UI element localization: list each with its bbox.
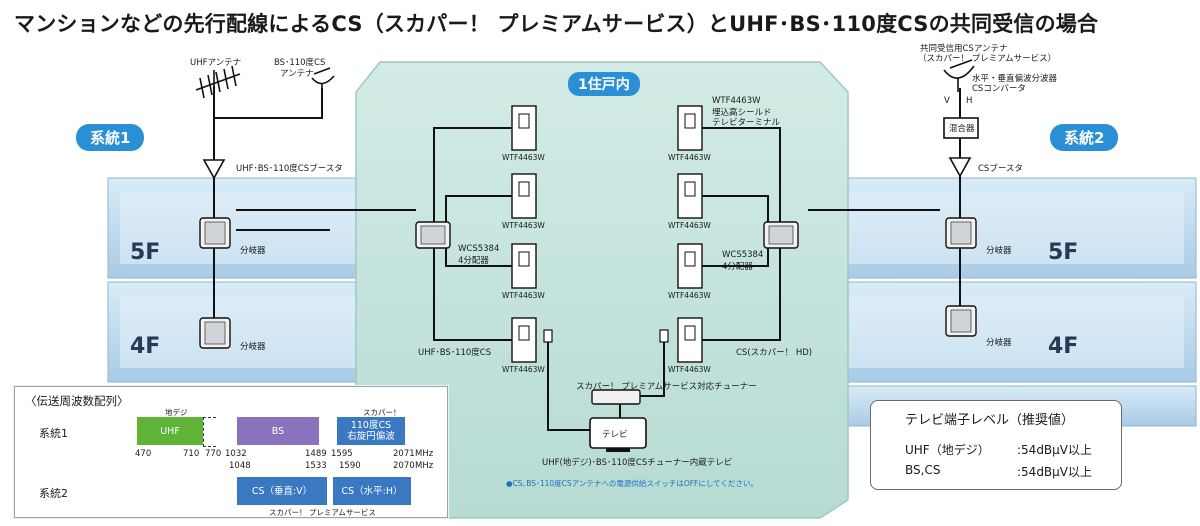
right-booster-label: CSブースタ — [978, 164, 1023, 174]
mixer-box — [943, 117, 979, 139]
chideji-label: 地デジ — [165, 408, 188, 417]
polarity-v: V — [944, 96, 950, 106]
freq-unit-row2: MHz — [415, 461, 434, 471]
left-booster-icon — [202, 159, 226, 180]
floor-label-4f-left: 4F — [130, 334, 161, 359]
uhf-band: UHF — [137, 417, 203, 445]
tuner-box — [591, 389, 641, 405]
freq-2070: 2070 — [393, 461, 415, 471]
unit-area — [355, 61, 849, 519]
right-splitter-5f — [945, 217, 977, 249]
terminal-label-r1: WTF4463W — [668, 153, 711, 162]
tv-label: テレビ — [602, 430, 628, 440]
freq-1595: 1595 — [331, 449, 353, 459]
right-splitter-label-4f: 分岐器 — [986, 338, 1012, 348]
terminal-label-l3: WTF4463W — [502, 291, 545, 300]
bs-antenna-label-2: アンテナ — [280, 69, 314, 79]
cs-right-line1: 110度CS — [350, 420, 392, 431]
recommended-level-box: テレビ端子レベル（推奨値） UHF（地デジ） :54dBμV以上 BS,CS :… — [870, 400, 1122, 490]
right-splitter-label-5f: 分岐器 — [986, 246, 1012, 256]
left-distributor-model: WCS5384 — [458, 244, 500, 254]
right-distributor — [763, 221, 799, 249]
recommended-title: テレビ端子レベル（推奨値） — [905, 413, 1075, 428]
tuner-label: スカパー！ プレミアムサービス対応チューナー — [576, 382, 757, 392]
converter-label-2: CSコンバータ — [972, 84, 1026, 94]
unit-wiring — [433, 127, 781, 431]
unit-badge: 1住戸内 — [568, 72, 640, 96]
cs-right-line2: 右旋円偏波 — [347, 431, 395, 442]
terminal-label-r3: WTF4463W — [668, 291, 711, 300]
rec-item-2-label: BS,CS — [905, 463, 941, 477]
page-title: マンションなどの先行配線によるCS（スカパー！ プレミアムサービス）とUHF･B… — [14, 12, 1099, 36]
left-splitter-5f — [199, 217, 231, 249]
freq-470: 470 — [135, 449, 152, 459]
floor-label-4f-right: 4F — [1048, 334, 1079, 359]
rec-item-1-label: UHF（地デジ） — [905, 443, 990, 457]
freq-1533: 1533 — [305, 461, 327, 471]
right-distributor-desc: 4分配器 — [722, 262, 753, 272]
plug-left-icon — [543, 329, 553, 343]
floor-label-5f-left: 5F — [130, 240, 161, 265]
right-riser-wiring — [808, 88, 961, 306]
cs-dish-antenna-icon — [943, 59, 975, 92]
cs-antenna-label-1: 共同受信用CSアンテナ — [920, 44, 1008, 54]
skyper-bottom-label: スカパー！ プレミアムサービス — [269, 508, 376, 517]
terminal-label-r2: WTF4463W — [668, 221, 711, 230]
freq-1032: 1032 — [225, 449, 247, 459]
bs-cs-antenna-icon — [311, 67, 335, 92]
terminal-label-r4: WTF4463W — [668, 365, 711, 374]
terminal-label-l2: WTF4463W — [502, 221, 545, 230]
freq-row1-label: 系統1 — [39, 427, 68, 440]
system-1-badge: 系統1 — [76, 124, 145, 151]
left-splitter-label-5f: 分岐器 — [240, 246, 266, 256]
freq-header: 〈伝送周波数配列〉 — [25, 394, 129, 408]
floor-label-5f-right: 5F — [1048, 240, 1079, 265]
right-distributor-model: WCS5384 — [722, 250, 764, 260]
left-distributor — [415, 221, 451, 249]
cs-antenna-label-2: （スカパー！ プレミアムサービス） — [918, 54, 1057, 64]
left-splitter-label-4f: 分岐器 — [240, 342, 266, 352]
cs-v-band: CS（垂直:V） — [237, 477, 327, 505]
freq-2071: 2071 — [393, 449, 415, 459]
cs-h-band: CS（水平:H） — [333, 477, 411, 505]
right-booster-icon — [948, 157, 972, 178]
left-splitter-4f — [199, 317, 231, 349]
polarity-h: H — [966, 96, 973, 106]
uhf-antenna-label: UHFアンテナ — [190, 58, 242, 68]
outlet-right-label: CS(スカパー！ HD) — [736, 348, 813, 358]
terminal-desc-model: WTF4463W — [712, 96, 761, 106]
rec-item-2-value: :54dBμV以上 — [1017, 465, 1093, 479]
bs-band: BS — [237, 417, 319, 445]
terminal-desc-1: 埋込高シールド — [712, 108, 772, 118]
uhf-band-extension — [203, 417, 216, 447]
freq-770: 770 — [205, 449, 222, 459]
freq-unit-row1: MHz — [415, 449, 434, 459]
freq-1048: 1048 — [229, 461, 251, 471]
rec-item-1-value: :54dBμV以上 — [1017, 443, 1093, 457]
terminal-desc-2: テレビターミナル — [712, 118, 781, 128]
freq-1489: 1489 — [305, 449, 327, 459]
system-2-badge: 系統2 — [1050, 124, 1119, 151]
terminal-label-l1: WTF4463W — [502, 153, 545, 162]
freq-row2-label: 系統2 — [39, 487, 68, 500]
terminal-label-l4: WTF4463W — [502, 365, 545, 374]
skyper-top-label: スカパー！ — [363, 408, 401, 417]
freq-710: 710 — [183, 449, 200, 459]
plug-right-icon — [659, 329, 669, 343]
uhf-antenna-icon — [195, 65, 241, 99]
right-splitter-4f — [945, 305, 977, 337]
left-riser-wiring — [213, 86, 416, 318]
bs-antenna-label-1: BS･110度CS — [274, 58, 326, 68]
converter-label-1: 水平・垂直偏波分波器 — [972, 74, 1058, 84]
tv-stand — [606, 448, 630, 452]
cs-right-band: 110度CS 右旋円偏波 — [337, 417, 405, 445]
frequency-table: 〈伝送周波数配列〉 系統1 系統2 地デジ スカパー！ UHF BS 110度C… — [14, 386, 448, 518]
freq-1590: 1590 — [339, 461, 361, 471]
power-note: ●CS､BS･110度CSアンテナへの電源供給スイッチはOFFにしてください。 — [506, 479, 758, 488]
outlet-left-label: UHF･BS･110度CS — [418, 348, 492, 358]
tv-caption: UHF(地デジ)･BS･110度CSチューナー内蔵テレビ — [542, 458, 733, 468]
left-booster-label: UHF･BS･110度CSブースタ — [236, 164, 343, 174]
left-distributor-desc: 4分配器 — [458, 256, 489, 266]
mixer-label: 混合器 — [949, 124, 975, 134]
